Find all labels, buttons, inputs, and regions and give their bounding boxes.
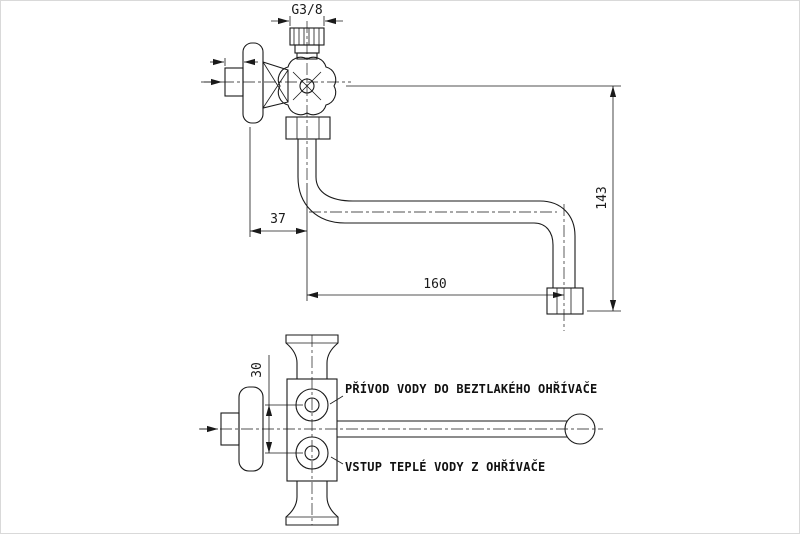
bottom-view: 30 PŘÍVOD VODY DO BEZTLAKÉHO OHŘÍVAČE VS… xyxy=(199,334,603,526)
dimension-30: 30 xyxy=(250,355,303,454)
inlet-label: PŘÍVOD VODY DO BEZTLAKÉHO OHŘÍVAČE xyxy=(345,381,597,396)
bonnet-nut xyxy=(285,116,331,140)
dim143-extension-lines xyxy=(346,85,621,312)
handwheel xyxy=(277,56,337,116)
wall-mount-top xyxy=(204,42,289,124)
top-view: G3/8 37 160 143 xyxy=(201,3,621,331)
dimension-37: 37 xyxy=(249,127,308,301)
inlet-label-leader xyxy=(329,395,344,405)
flange-stem-cross xyxy=(262,61,289,109)
outlet-label: VSTUP TEPLÉ VODY Z OHŘÍVAČE xyxy=(345,459,545,474)
wall-mount-plan xyxy=(200,386,264,472)
dimension-143: 143 xyxy=(346,85,621,312)
body-outline-plan xyxy=(286,378,338,482)
dim143-value: 143 xyxy=(595,186,610,209)
dimension-g38: G3/8 xyxy=(271,3,343,26)
inlet-stub-top xyxy=(224,67,244,97)
spout-inner-contour xyxy=(315,139,576,288)
dim160-value: 160 xyxy=(423,277,446,292)
port-top-inner xyxy=(304,397,320,413)
thread-connection xyxy=(289,27,325,60)
handwheel-rim xyxy=(277,56,337,116)
handwheel-cross xyxy=(292,71,322,101)
dim37-value: 37 xyxy=(270,212,286,227)
spout-outer-contour xyxy=(297,139,554,288)
dimension-160: 160 xyxy=(307,277,564,299)
thread-knurling xyxy=(293,28,320,45)
bonnet-facets xyxy=(296,117,320,139)
dim37-extension-lines xyxy=(249,127,308,301)
g38-extension-lines xyxy=(289,16,325,26)
thread-size-label: G3/8 xyxy=(291,3,322,18)
spout-end-circle xyxy=(564,413,596,445)
spout-plan xyxy=(337,413,596,445)
port-bottom-inner xyxy=(304,445,320,461)
wall-flange-top xyxy=(242,42,264,124)
inlet-stub-plan xyxy=(220,412,240,446)
stub-extension-ticks xyxy=(224,58,244,66)
port-annotations: PŘÍVOD VODY DO BEZTLAKÉHO OHŘÍVAČE VSTUP… xyxy=(329,381,597,474)
centerlines-top-view xyxy=(201,21,565,331)
spout-tube-plan xyxy=(337,420,567,438)
valve-body-and-spout xyxy=(285,116,584,315)
dim30-value: 30 xyxy=(250,362,265,378)
handwheel-hub xyxy=(299,78,315,94)
flange-stem xyxy=(262,61,289,109)
outlet-label-leader xyxy=(330,456,344,465)
outlet-nut xyxy=(546,287,584,315)
